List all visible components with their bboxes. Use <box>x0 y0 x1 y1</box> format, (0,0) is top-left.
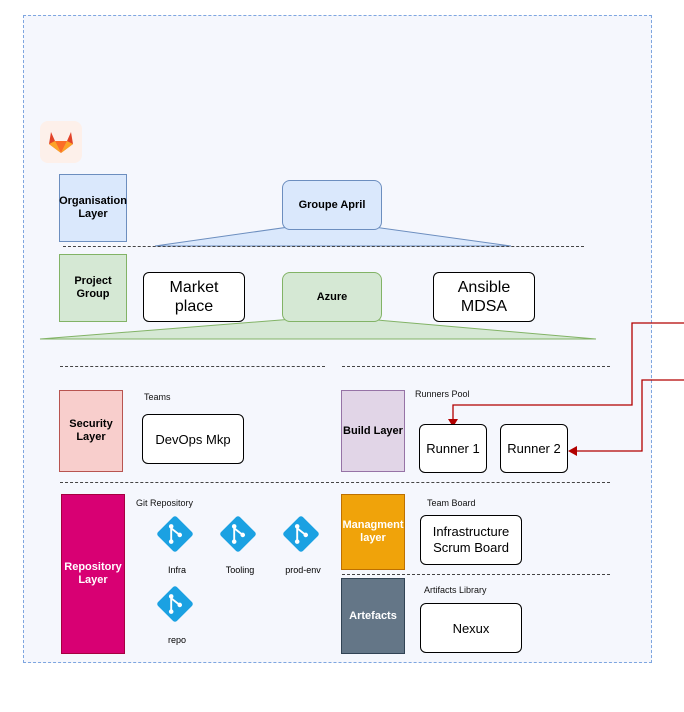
repo-repo[interactable] <box>156 585 198 628</box>
separator <box>342 366 610 367</box>
security-layer-label: Security Layer <box>69 418 113 443</box>
git-merge-icon <box>157 586 193 622</box>
groupe-april-node[interactable]: Groupe April <box>282 180 382 230</box>
security-layer[interactable]: Security Layer <box>59 390 123 472</box>
infra-scrum-label: Infrastructure Scrum Board <box>432 524 510 555</box>
git-repository-caption: Git Repository <box>136 498 194 508</box>
azure-label: Azure <box>316 291 348 303</box>
devops-mkp-label: DevOps Mkp <box>155 431 231 447</box>
runners-pool-caption: Runners Pool <box>415 389 470 399</box>
managment-layer-label: Managment layer <box>342 519 404 544</box>
repo-prod-env-label: prod-env <box>285 565 321 575</box>
nexux-node[interactable]: Nexux <box>420 603 522 653</box>
repo-repo-label: repo <box>167 635 186 645</box>
runner2-label: Runner 2 <box>507 441 561 456</box>
arrow-to-runner1 <box>452 322 684 422</box>
project-group-layer[interactable]: Project Group <box>59 254 127 322</box>
repo-tooling[interactable] <box>219 515 261 558</box>
repo-infra-label: Infra <box>167 565 186 575</box>
team-board-caption: Team Board <box>427 498 476 508</box>
git-merge-icon <box>157 516 193 552</box>
managment-layer[interactable]: Managment layer <box>341 494 405 570</box>
repo-infra[interactable] <box>156 515 198 558</box>
runner2-node[interactable]: Runner 2 <box>500 424 568 473</box>
repo-tooling-label: Tooling <box>225 565 255 575</box>
runner1-node[interactable]: Runner 1 <box>419 424 487 473</box>
separator <box>60 366 325 367</box>
project-triangle <box>39 315 597 340</box>
build-layer[interactable]: Build Layer <box>341 390 405 472</box>
separator <box>63 246 584 247</box>
organisation-layer-label: Organisation Layer <box>59 195 127 220</box>
organisation-layer[interactable]: Organisation Layer <box>59 174 127 242</box>
devops-mkp-node[interactable]: DevOps Mkp <box>142 414 244 464</box>
ansible-mdsa-node[interactable]: Ansible MDSA <box>433 272 535 322</box>
separator <box>60 482 610 483</box>
market-place-node[interactable]: Market place <box>143 272 245 322</box>
runner1-label: Runner 1 <box>426 441 480 456</box>
repo-prod-env[interactable] <box>282 515 324 558</box>
gitlab-logo <box>40 121 82 163</box>
artefacts-layer-label: Artefacts <box>349 609 397 622</box>
ansible-mdsa-label: Ansible MDSA <box>457 279 511 315</box>
artefacts-layer[interactable]: Artefacts <box>341 578 405 654</box>
git-merge-icon <box>283 516 319 552</box>
separator <box>342 574 610 575</box>
repository-layer-label: Repository Layer <box>64 561 122 586</box>
gitlab-logo-icon <box>49 132 73 153</box>
repository-layer[interactable]: Repository Layer <box>61 494 125 654</box>
teams-caption: Teams <box>144 392 171 402</box>
nexux-label: Nexux <box>452 620 490 636</box>
build-layer-label: Build Layer <box>343 424 403 437</box>
infra-scrum-node[interactable]: Infrastructure Scrum Board <box>420 515 522 565</box>
market-place-label: Market place <box>169 279 219 315</box>
git-merge-icon <box>220 516 256 552</box>
groupe-april-label: Groupe April <box>298 199 366 211</box>
project-group-label: Project Group <box>74 275 112 300</box>
artifacts-library-caption: Artifacts Library <box>424 585 487 595</box>
arrow-to-runner2 <box>574 379 684 452</box>
azure-node[interactable]: Azure <box>282 272 382 322</box>
